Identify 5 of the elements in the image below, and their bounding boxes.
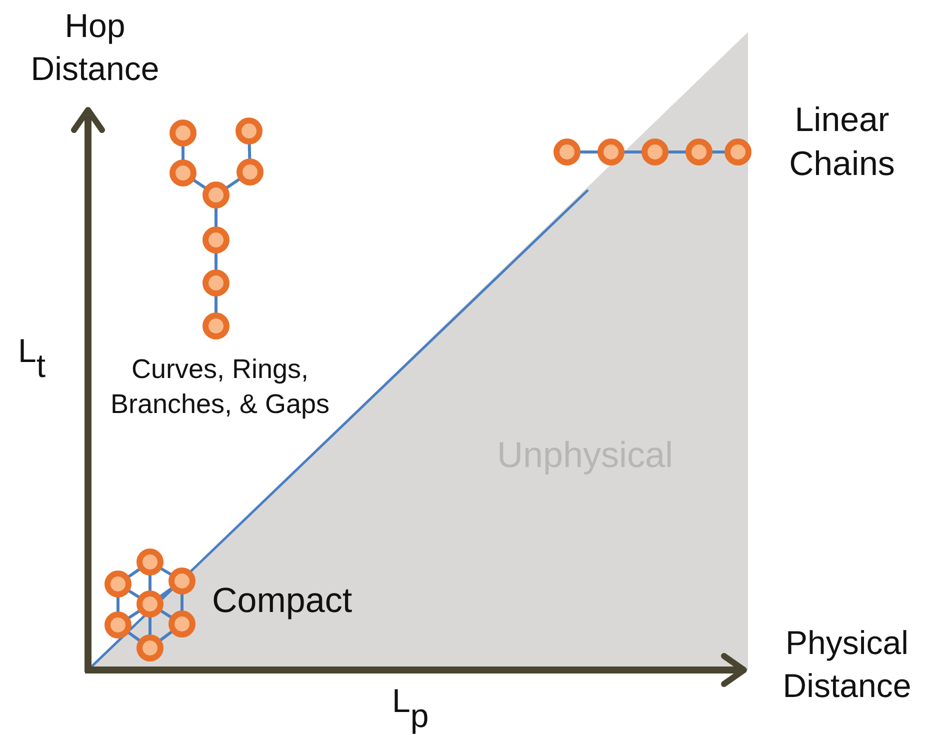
region-label: Linear Chains (788, 100, 896, 186)
axis-title: Hop Distance (30, 6, 160, 89)
axis-title: Physical Distance (782, 623, 912, 706)
region-label: Curves, Rings, Branches, & Gaps (109, 353, 331, 422)
region-label: Compact (212, 580, 354, 622)
